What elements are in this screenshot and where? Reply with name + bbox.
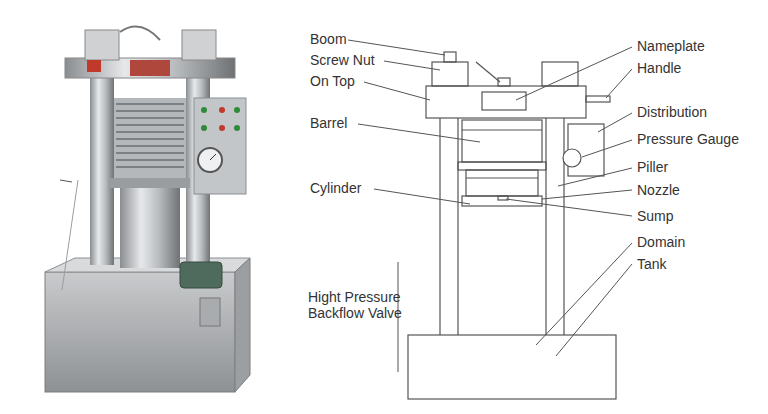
- part-label: Nameplate: [637, 38, 705, 54]
- part-label: Nozzle: [637, 182, 680, 198]
- part-label: On Top: [310, 73, 355, 89]
- machine-line-drawing: [408, 52, 616, 399]
- part-label: Hight Pressure Backflow Valve: [308, 289, 418, 321]
- part-label: Domain: [637, 234, 685, 250]
- part-label: Screw Nut: [310, 52, 375, 68]
- part-label: Piller: [637, 159, 668, 175]
- part-label: Barrel: [310, 115, 347, 131]
- part-label: Distribution: [637, 104, 707, 120]
- part-label: Tank: [637, 256, 667, 272]
- part-label: Boom: [310, 31, 347, 47]
- part-label: Cylinder: [310, 180, 361, 196]
- machine-photo: [45, 27, 250, 392]
- leader-lines: [348, 40, 632, 372]
- part-label: Handle: [637, 60, 681, 76]
- part-label: Sump: [637, 208, 674, 224]
- part-label: Pressure Gauge: [637, 131, 739, 147]
